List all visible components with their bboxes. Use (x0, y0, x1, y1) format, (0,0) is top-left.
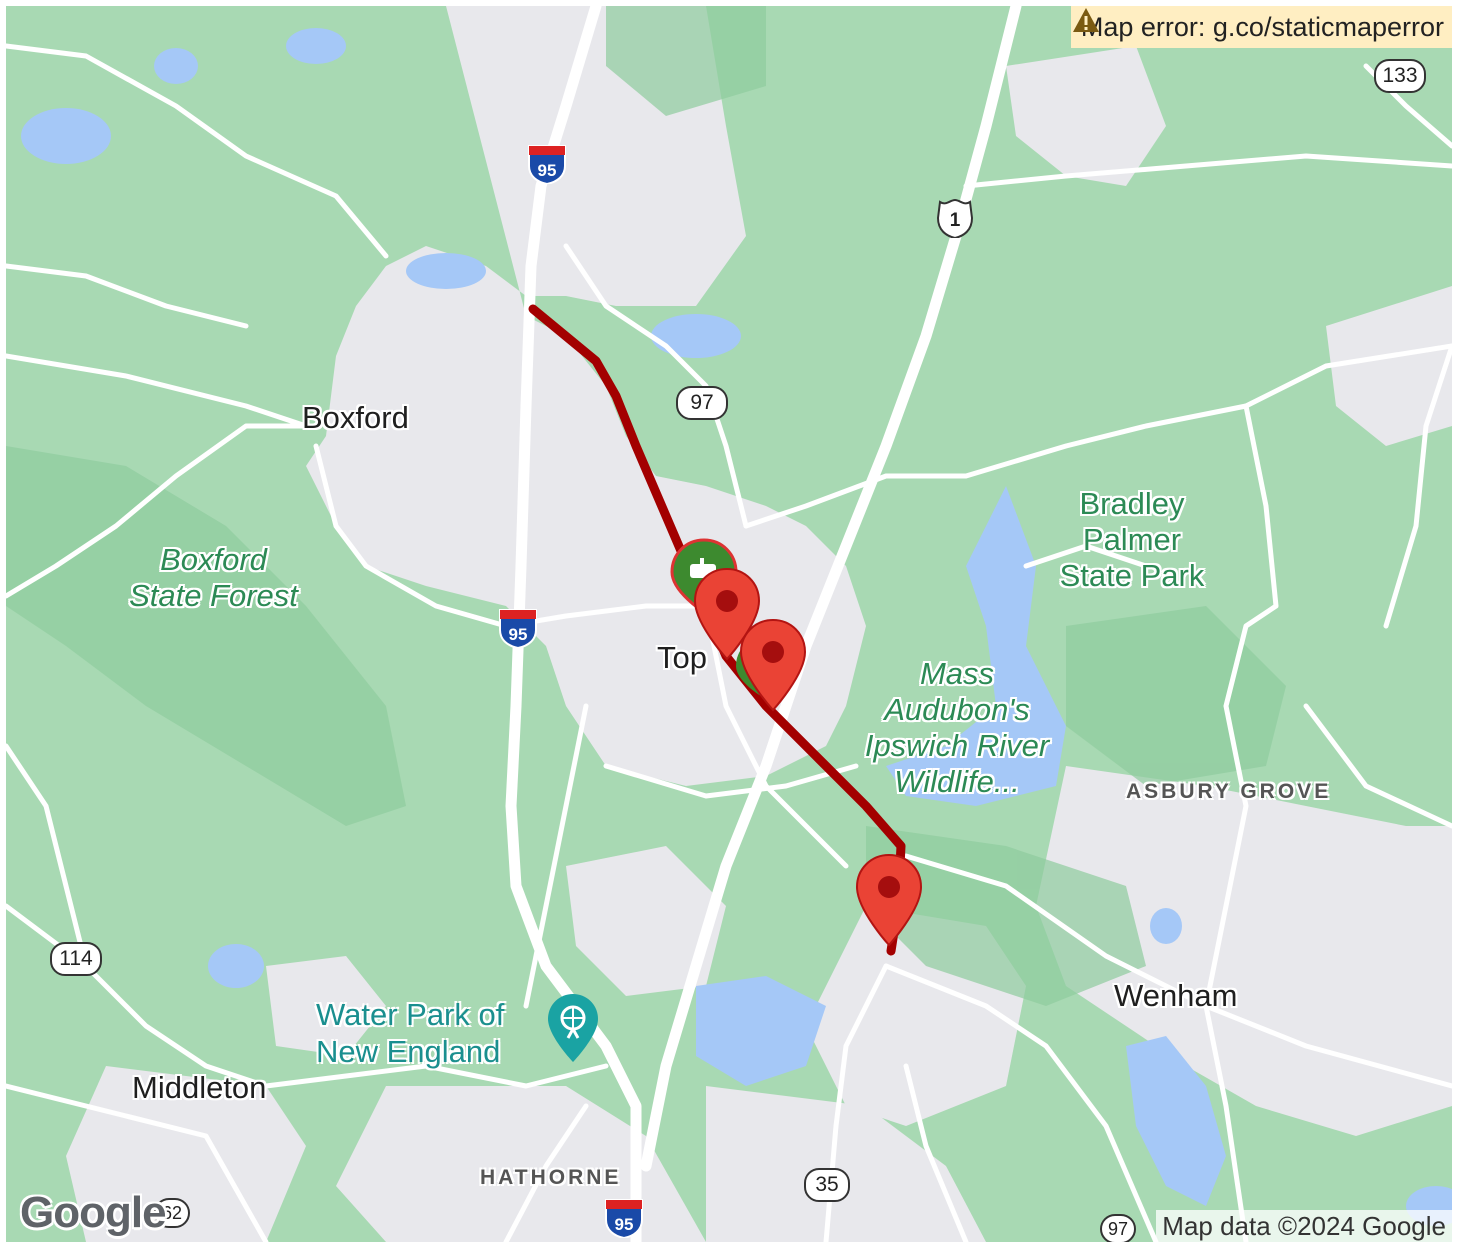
park-label-line: Audubon's (884, 692, 1030, 727)
place-label-boxford: Boxford (302, 400, 409, 435)
park-label-line: Palmer (1082, 522, 1182, 557)
google-logo: Google (20, 1188, 167, 1237)
map-attribution[interactable]: Map data ©2024 Google (1156, 1210, 1452, 1242)
park-label-line: Boxford (160, 542, 267, 577)
route-35-shield: 35 (804, 1168, 850, 1202)
park-label-bradley-palmer: Bradley Palmer State Park (1042, 486, 1222, 594)
place-label-topsfield: Top (657, 640, 707, 675)
place-label-middleton: Middleton (132, 1070, 267, 1105)
map-pin-icon[interactable] (738, 617, 808, 713)
park-label-boxford-state-forest: Boxford State Forest (106, 542, 321, 614)
map-canvas[interactable]: Boxford Top Middleton Wenham HATHORNE AS… (6, 6, 1452, 1242)
warning-icon (1072, 8, 1099, 32)
park-label-line: Mass (919, 656, 995, 691)
shield-number: 95 (509, 625, 528, 644)
attraction-label-line: New England (316, 1034, 501, 1069)
route-97-shield-north: 97 (676, 386, 728, 420)
shield-number: 95 (538, 161, 557, 180)
attraction-label-line: Water Park of (316, 997, 505, 1032)
neighborhood-label-asbury-grove: ASBURY GROVE (1126, 780, 1332, 803)
attraction-label-water-park[interactable]: Water Park of New England (316, 996, 504, 1070)
interstate-95-shield-south: 95 (605, 1199, 643, 1238)
interstate-95-shield-north: 95 (528, 145, 566, 184)
map-pin-icon[interactable] (692, 566, 762, 662)
map-error-banner[interactable]: Map error: g.co/staticmaperror (1070, 6, 1452, 48)
shield-number: 95 (615, 1215, 634, 1234)
us-route-1-shield: 1 (936, 198, 974, 238)
route-97-shield-south: 97 (1100, 1214, 1136, 1242)
minor-roads (6, 43, 1452, 1242)
shield-number: 1 (950, 210, 961, 231)
park-label-line: Ipswich River (864, 728, 1050, 763)
park-label-line: State Park (1059, 558, 1205, 593)
map-pin-icon[interactable] (854, 852, 924, 948)
amusement-park-icon[interactable] (546, 992, 600, 1064)
route-114-shield: 114 (50, 942, 102, 976)
neighborhood-label-hathorne: HATHORNE (480, 1166, 622, 1189)
park-label-line: State Forest (129, 578, 298, 613)
map-error-text: Map error: g.co/staticmaperror (1080, 12, 1444, 42)
route-133-shield: 133 (1374, 59, 1426, 93)
park-label-mass-audubon: Mass Audubon's Ipswich River Wildlife... (842, 656, 1072, 800)
route-62-shield: 62 (154, 1198, 190, 1228)
park-label-line: Wildlife... (894, 764, 1020, 799)
park-label-line: Bradley (1079, 486, 1185, 521)
place-label-wenham: Wenham (1114, 978, 1238, 1013)
interstate-95-shield-mid: 95 (499, 609, 537, 648)
